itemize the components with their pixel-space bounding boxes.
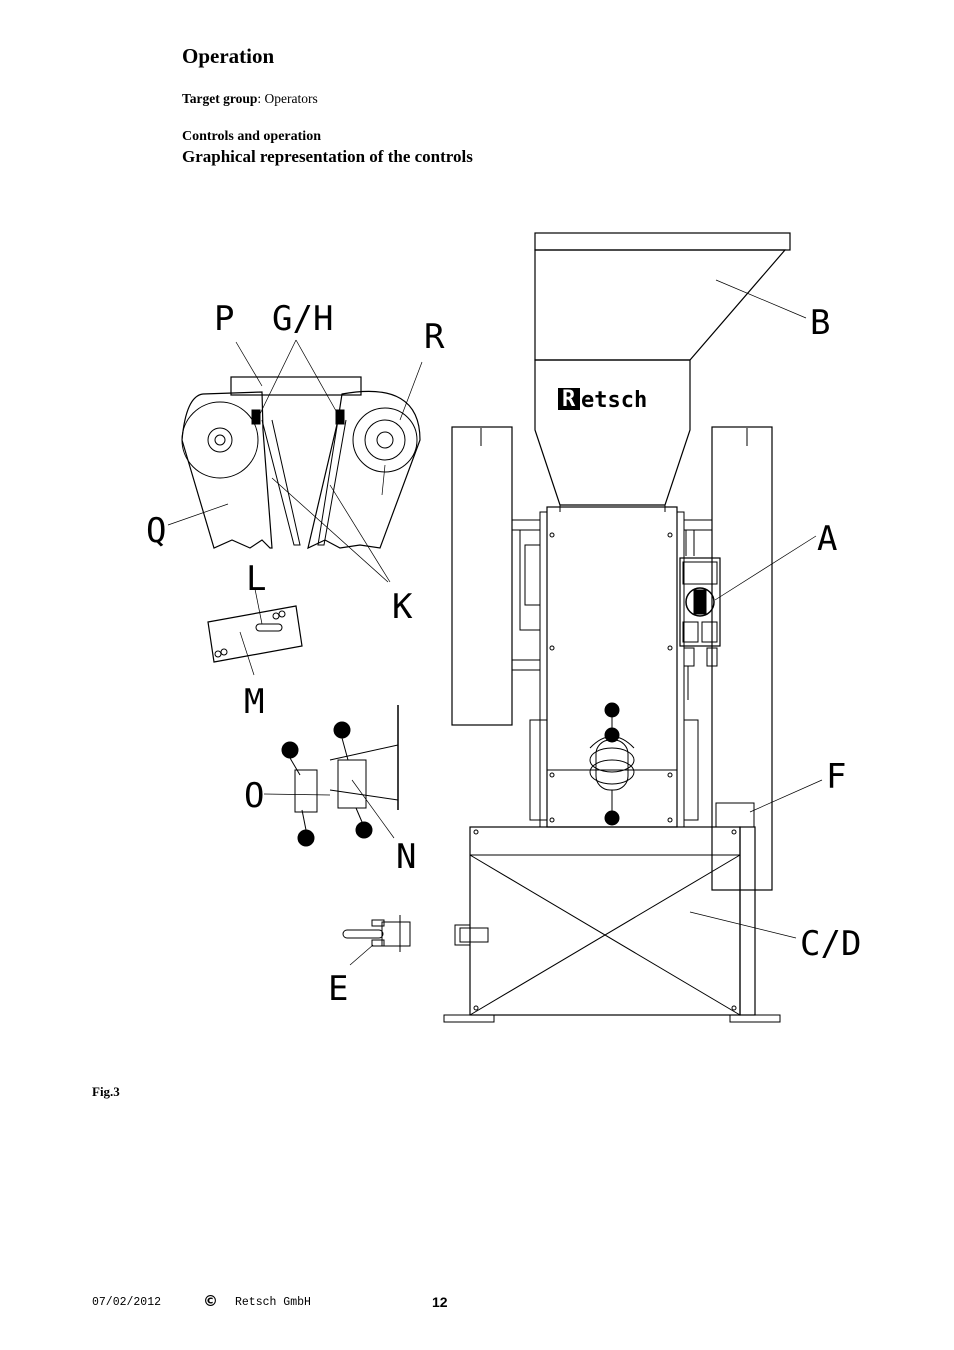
label-m: M — [244, 682, 264, 722]
leader-lines — [167, 279, 823, 966]
figure-caption: Fig.3 — [92, 1084, 120, 1099]
footer-company: Retsch GmbH — [235, 1296, 311, 1309]
callout-labels: P G/H R B Q L K A M O F N C/D E — [146, 299, 861, 1009]
label-b: B — [810, 303, 830, 343]
subsection-heading: Controls and operation — [182, 129, 321, 144]
subtitle: Graphical representation of the controls — [182, 147, 473, 166]
main-switch — [679, 530, 721, 700]
scale-detail — [207, 605, 303, 663]
label-p: P — [214, 299, 234, 339]
label-f: F — [826, 757, 846, 797]
page-title: Operation — [182, 44, 275, 68]
gap-adjust-handwheel — [589, 702, 635, 826]
page-number: 12 — [432, 1294, 448, 1310]
label-l: L — [246, 559, 266, 599]
brand-name: etsch — [581, 388, 647, 413]
label-o: O — [244, 776, 264, 816]
target-group-label: Target group — [182, 91, 258, 106]
copyright-icon: © — [203, 1292, 218, 1310]
base-frame — [443, 802, 781, 1023]
side-panels — [451, 426, 773, 891]
label-cd: C/D — [800, 924, 861, 964]
jaw-detail — [181, 376, 421, 550]
label-n: N — [396, 837, 416, 877]
footer-date: 07/02/2012 — [92, 1296, 162, 1309]
target-group-value: : Operators — [257, 91, 318, 106]
lever-detail — [281, 705, 399, 847]
hopper — [534, 232, 791, 512]
brand-logo: R etsch — [558, 387, 647, 413]
brand-initial: R — [562, 387, 576, 412]
label-q: Q — [146, 511, 166, 551]
label-gh: G/H — [272, 299, 333, 339]
target-group: Target group: Operators — [182, 91, 318, 107]
clamp-detail — [342, 915, 411, 952]
label-k: K — [392, 587, 413, 627]
label-a: A — [817, 519, 837, 559]
label-e: E — [328, 969, 348, 1009]
label-r: R — [424, 317, 445, 357]
crusher-body — [511, 506, 713, 828]
